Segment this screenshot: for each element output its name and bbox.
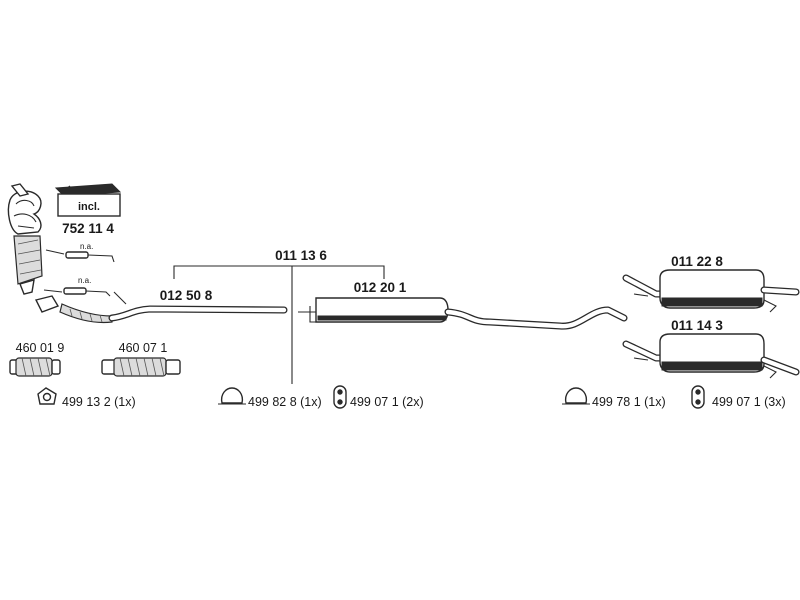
rubber-hanger-icon [333, 385, 347, 409]
front-pipe-part-number: 012 50 8 [160, 288, 213, 303]
catalyst-kit-label: incl. [78, 201, 100, 213]
clamp-icon [562, 387, 590, 405]
rear-silencer-a-part-number: 011 22 8 [671, 254, 723, 269]
flex-pipe-a: 460 01 9 [9, 341, 65, 377]
middle-silencer: 012 20 1 [298, 280, 628, 330]
lambda-sensor-lower-note: n.a. [78, 276, 91, 285]
mounting-label: 499 07 1 (3x) [712, 395, 786, 409]
rubber-hanger-icon [691, 385, 705, 409]
mounting-label: 499 82 8 (1x) [248, 395, 322, 409]
mounting-item: 499 78 1 (1x) [562, 387, 666, 409]
flex-pipe-b: 460 07 1 [101, 341, 181, 377]
rear-silencer-b-part-number: 011 14 3 [671, 318, 723, 333]
rear-silencer-a: 011 22 8 [622, 254, 800, 313]
flex-pipe-a-part-number: 460 01 9 [16, 341, 65, 355]
clamp-icon [218, 387, 246, 405]
middle-section-set-part-number: 011 13 6 [275, 248, 327, 263]
mounting-item: 499 07 1 (3x) [691, 385, 786, 409]
lambda-sensor-lower: n.a. [43, 276, 111, 297]
mounting-label: 499 78 1 (1x) [592, 395, 666, 409]
gasket-icon [37, 387, 57, 405]
lambda-sensor-upper: n.a. [45, 242, 115, 263]
middle-section-set: 011 13 6 [173, 248, 385, 384]
flex-pipe-b-part-number: 460 07 1 [119, 341, 168, 355]
mounting-label: 499 07 1 (2x) [350, 395, 424, 409]
mounting-item: 499 82 8 (1x) [218, 387, 322, 409]
catalyst-part-number: 752 11 4 [62, 221, 114, 236]
rear-silencer-b: 011 14 3 [622, 318, 800, 379]
mounting-item: 499 13 2 (1x) [37, 387, 136, 409]
catalyst-assembly: incl. 752 11 4 n.a. n.a. [7, 183, 122, 297]
front-pipe: 012 50 8 [34, 288, 288, 324]
mounting-label: 499 13 2 (1x) [62, 395, 136, 409]
mounting-item: 499 07 1 (2x) [333, 385, 424, 409]
middle-silencer-part-number: 012 20 1 [354, 280, 407, 295]
catalyst-kit-box: incl. [54, 183, 122, 217]
lambda-sensor-upper-note: n.a. [80, 242, 93, 251]
